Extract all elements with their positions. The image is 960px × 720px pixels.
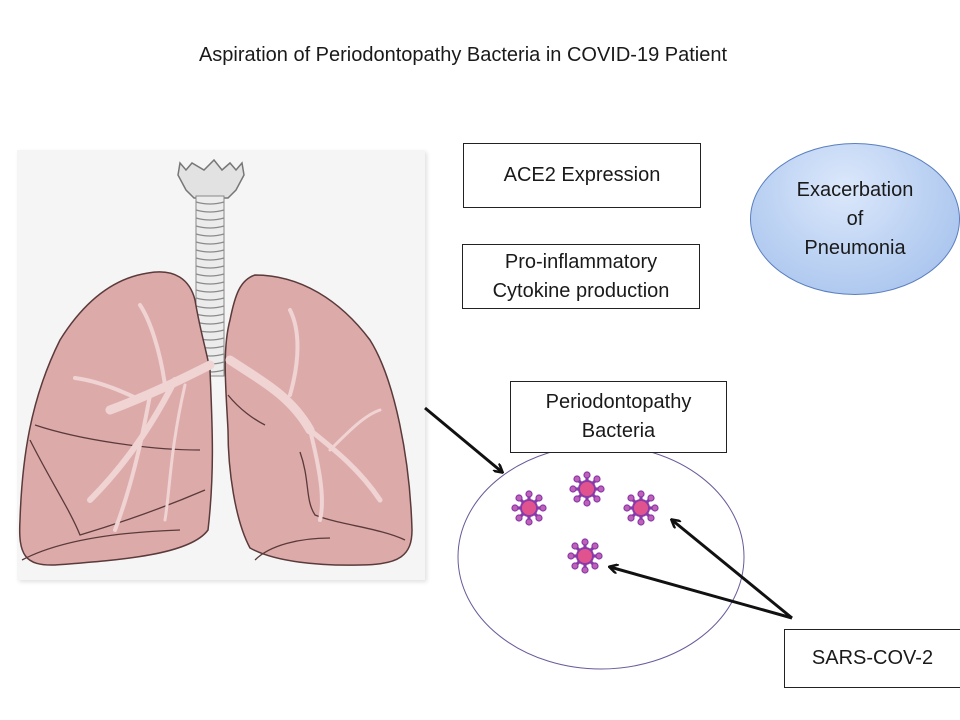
ace2-expression-box: ACE2 Expression	[463, 143, 701, 208]
cytokine-line-1: Pro-inflammatory	[504, 250, 658, 273]
trachea-icon	[177, 158, 245, 377]
aspiration-arrow	[424, 406, 502, 472]
outcome-line-2: of	[846, 207, 864, 230]
trachea-ring	[195, 265, 225, 269]
diagram-title: Aspiration of Periodontopathy Bacteria i…	[198, 44, 728, 66]
trachea-ring	[195, 289, 225, 293]
trachea-ring	[195, 217, 225, 221]
bronchi	[73, 303, 383, 532]
trachea-ring	[195, 241, 225, 245]
left-lung	[18, 271, 214, 566]
bacteria-line-1: Periodontopathy	[545, 391, 692, 413]
sars-cov-2-box: SARS-COV-2	[784, 629, 960, 688]
cytokine-line-2: Cytokine production	[492, 279, 670, 302]
trachea-ring	[195, 201, 225, 205]
trachea-ring	[195, 233, 225, 237]
virus-icon	[510, 489, 548, 527]
trachea-ring	[195, 281, 225, 285]
cytokine-production-box: Pro-inflammatory Cytokine production	[462, 244, 700, 309]
trachea-ring	[195, 225, 225, 229]
virus-icon	[566, 537, 604, 575]
outcome-line-3: Pneumonia	[804, 236, 906, 259]
right-lung	[224, 274, 413, 566]
trachea-ring	[195, 249, 225, 253]
virus-icon	[622, 489, 660, 527]
trachea-ring	[195, 305, 225, 309]
trachea-ring	[195, 209, 225, 213]
sars-arrow-upper	[672, 520, 793, 620]
trachea-ring	[195, 273, 225, 277]
trachea-ring	[195, 297, 225, 301]
sars-cov-2-label: SARS-COV-2	[811, 647, 934, 669]
ace2-expression-label: ACE2 Expression	[503, 164, 661, 186]
outcome-line-1: Exacerbation	[796, 178, 914, 201]
periodontopathy-bacteria-box: Periodontopathy Bacteria	[510, 381, 727, 453]
pneumonia-outcome-ellipse: Exacerbation of Pneumonia	[750, 143, 960, 295]
virus-icon	[568, 470, 606, 508]
bacteria-line-2: Bacteria	[581, 420, 656, 442]
sars-arrow-lower	[610, 567, 793, 620]
trachea-ring	[195, 257, 225, 261]
